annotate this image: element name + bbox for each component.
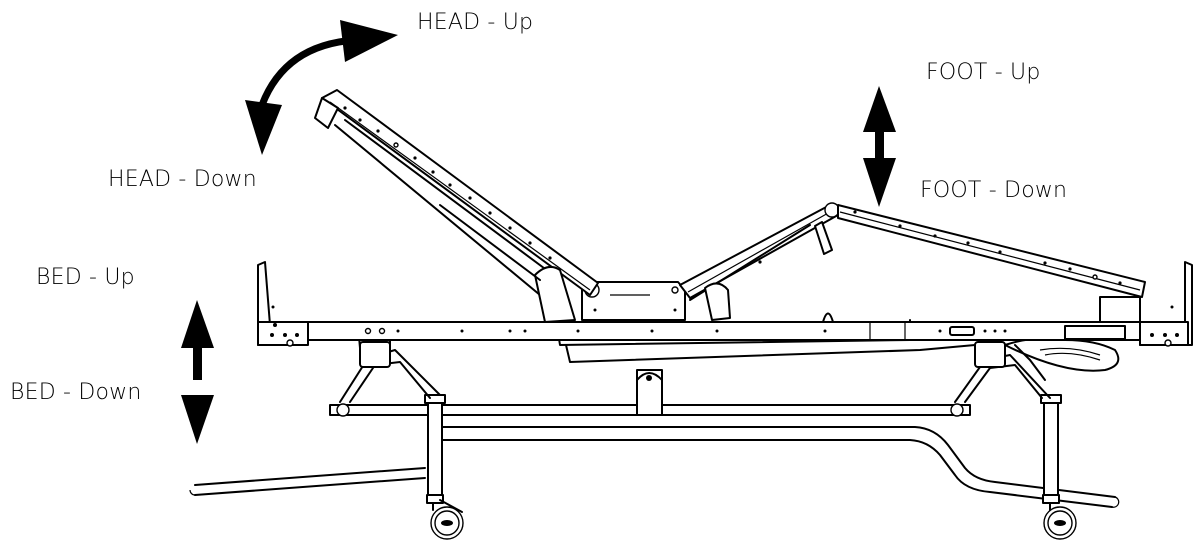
bed-frame — [189, 89, 1193, 540]
head-up-label: HEAD - Up — [417, 10, 534, 35]
foot-vertical-arrow-icon — [863, 86, 896, 207]
bed-down-label: BED - Down — [10, 380, 142, 405]
head-down-label: HEAD - Down — [108, 167, 257, 192]
head-curved-arrow-icon — [245, 20, 398, 155]
foot-up-label: FOOT - Up — [926, 60, 1041, 85]
foot-down-label: FOOT - Down — [920, 178, 1068, 203]
bed-up-label: BED - Up — [36, 265, 135, 290]
bed-vertical-arrow-icon — [181, 300, 214, 444]
